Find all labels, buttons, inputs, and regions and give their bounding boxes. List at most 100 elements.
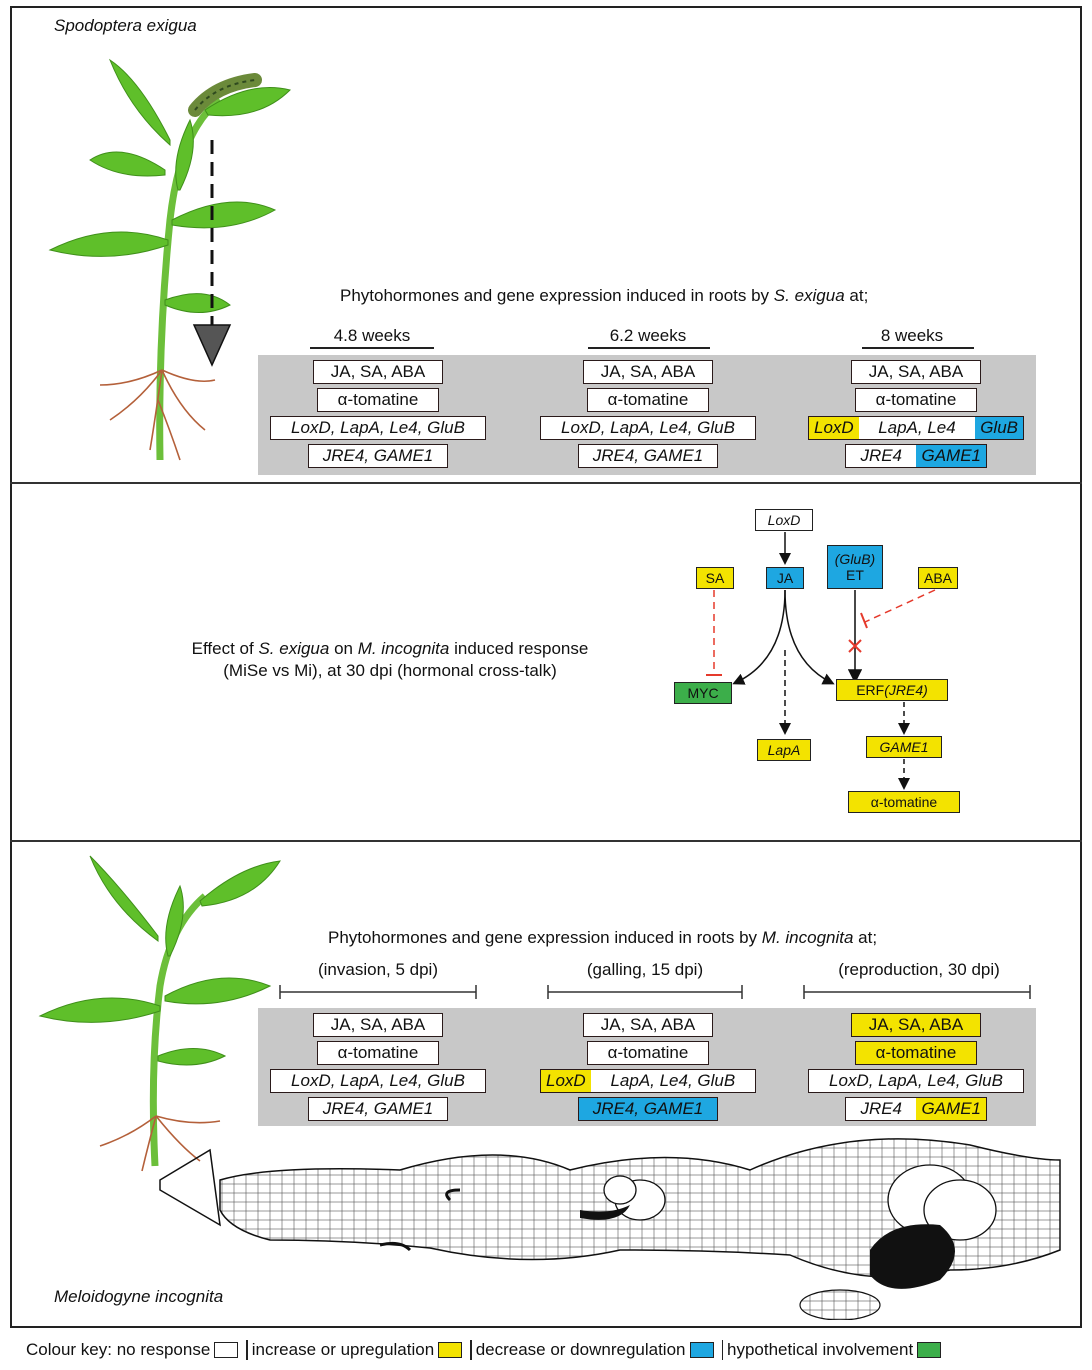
key-separator	[246, 1340, 248, 1360]
expression-row: α-tomatine	[587, 1041, 709, 1065]
tomato-plant-top-icon	[48, 58, 291, 461]
tomato-plant-bottom-icon	[38, 855, 281, 1172]
top-week-1-line	[310, 347, 434, 349]
expression-row: LoxD, LapA, Le4, GluB	[808, 1069, 1024, 1093]
node-myc: MYC	[674, 682, 732, 704]
expression-cell: LoxD, LapA, Le4, GluB	[271, 1070, 485, 1092]
expression-cell: LapA, Le4, GluB	[590, 1070, 755, 1092]
colour-key: Colour key: no response increase or upre…	[26, 1340, 945, 1360]
top-week-3-line	[862, 347, 974, 349]
effect-text: Effect of S. exigua on M. incognita indu…	[191, 639, 589, 680]
expression-row: JRE4, GAME1	[308, 1097, 448, 1121]
expression-row: JRE4, GAME1	[308, 444, 448, 468]
root-gall-illustration	[159, 1138, 1061, 1320]
key-separator	[470, 1340, 472, 1360]
node-erf-label: ERF	[856, 682, 885, 698]
expression-row: JA, SA, ABA	[313, 1013, 443, 1037]
expression-cell: α-tomatine	[856, 1042, 976, 1064]
node-lapa: LapA	[757, 739, 811, 761]
crosstalk-arrows	[706, 532, 936, 790]
node-loxd: LoxD	[755, 509, 813, 531]
key-decrease: decrease or downregulation	[475, 1340, 686, 1359]
swatch-hypothetical	[917, 1342, 942, 1358]
expression-cell: JA, SA, ABA	[314, 1014, 442, 1036]
expression-cell: α-tomatine	[588, 389, 708, 411]
figure-frame	[10, 6, 1082, 1328]
expression-cell: JA, SA, ABA	[852, 361, 980, 383]
expression-row: α-tomatine	[317, 1041, 439, 1065]
bottom-tp-2: (galling, 15 dpi)	[586, 960, 704, 979]
node-tomatine: α-tomatine	[848, 791, 960, 813]
expression-row: JRE4, GAME1	[578, 444, 718, 468]
swatch-none	[214, 1342, 239, 1358]
expression-row: JA, SA, ABA	[851, 1013, 981, 1037]
expression-cell: JA, SA, ABA	[584, 1014, 712, 1036]
node-sa: SA	[696, 567, 734, 589]
expression-row: JA, SA, ABA	[313, 360, 443, 384]
expression-row: α-tomatine	[855, 388, 977, 412]
top-title: Phytohormones and gene expression induce…	[340, 286, 869, 305]
expression-row: LoxD, LapA, Le4, GluB	[270, 1069, 486, 1093]
expression-row: α-tomatine	[317, 388, 439, 412]
expression-cell: LoxD, LapA, Le4, GluB	[271, 417, 485, 439]
divider-top	[10, 482, 1082, 484]
expression-cell: GAME1	[916, 1098, 986, 1120]
top-week-2-line	[588, 347, 710, 349]
expression-cell: JA, SA, ABA	[584, 361, 712, 383]
expression-cell: JRE4, GAME1	[309, 1098, 447, 1120]
expression-cell: α-tomatine	[318, 389, 438, 411]
expression-cell: LapA, Le4	[858, 417, 976, 439]
node-game1: GAME1	[866, 736, 942, 758]
expression-row: α-tomatine	[587, 388, 709, 412]
node-et-label: ET	[846, 567, 864, 583]
expression-row: α-tomatine	[855, 1041, 977, 1065]
node-et: (GluB) ET	[827, 545, 883, 589]
node-aba: ABA	[918, 567, 958, 589]
top-week-1: 4.8 weeks	[333, 326, 411, 345]
expression-cell: GluB	[975, 417, 1023, 439]
bottom-tp-1: (invasion, 5 dpi)	[317, 960, 438, 979]
expression-row: JA, SA, ABA	[851, 360, 981, 384]
expression-cell: JRE4	[846, 1098, 917, 1120]
swatch-increase	[438, 1342, 463, 1358]
node-erf: ERF(JRE4)	[836, 679, 948, 701]
bottom-title: Phytohormones and gene expression induce…	[328, 928, 878, 947]
expression-cell: α-tomatine	[856, 389, 976, 411]
bottom-range-bars	[279, 985, 1031, 999]
spodoptera-label: Spodoptera exigua	[54, 16, 197, 35]
key-prefix: Colour key: no response	[26, 1340, 211, 1359]
expression-row: LoxD, LapA, Le4, GluB	[270, 416, 486, 440]
key-increase: increase or upregulation	[251, 1340, 435, 1359]
expression-cell: JA, SA, ABA	[314, 361, 442, 383]
node-ja: JA	[766, 567, 804, 589]
meloidogyne-label: Meloidogyne incognita	[54, 1287, 224, 1306]
expression-cell: LoxD, LapA, Le4, GluB	[809, 1070, 1023, 1092]
expression-cell: GAME1	[916, 445, 986, 467]
expression-cell: JRE4, GAME1	[579, 1098, 717, 1120]
expression-row: LoxD, LapA, Le4, GluB	[540, 416, 756, 440]
expression-cell: JA, SA, ABA	[852, 1014, 980, 1036]
node-glub-label: (GluB)	[834, 551, 876, 567]
expression-cell: JRE4	[846, 445, 917, 467]
node-jre4-label: (JRE4)	[884, 682, 928, 698]
key-separator	[721, 1340, 723, 1360]
top-week-3: 8 weeks	[880, 326, 944, 345]
divider-bottom	[10, 840, 1082, 842]
expression-cell: LoxD, LapA, Le4, GluB	[541, 417, 755, 439]
expression-cell: LoxD	[809, 417, 859, 439]
expression-row: JA, SA, ABA	[583, 1013, 713, 1037]
expression-cell: JRE4, GAME1	[579, 445, 717, 467]
expression-cell: JRE4, GAME1	[309, 445, 447, 467]
expression-cell: α-tomatine	[588, 1042, 708, 1064]
bottom-tp-3: (reproduction, 30 dpi)	[838, 960, 1000, 979]
expression-row: JRE4, GAME1	[578, 1097, 718, 1121]
expression-cell: LoxD	[541, 1070, 591, 1092]
expression-row: JA, SA, ABA	[583, 360, 713, 384]
top-week-2: 6.2 weeks	[609, 326, 687, 345]
swatch-decrease	[689, 1342, 714, 1358]
expression-cell: α-tomatine	[318, 1042, 438, 1064]
